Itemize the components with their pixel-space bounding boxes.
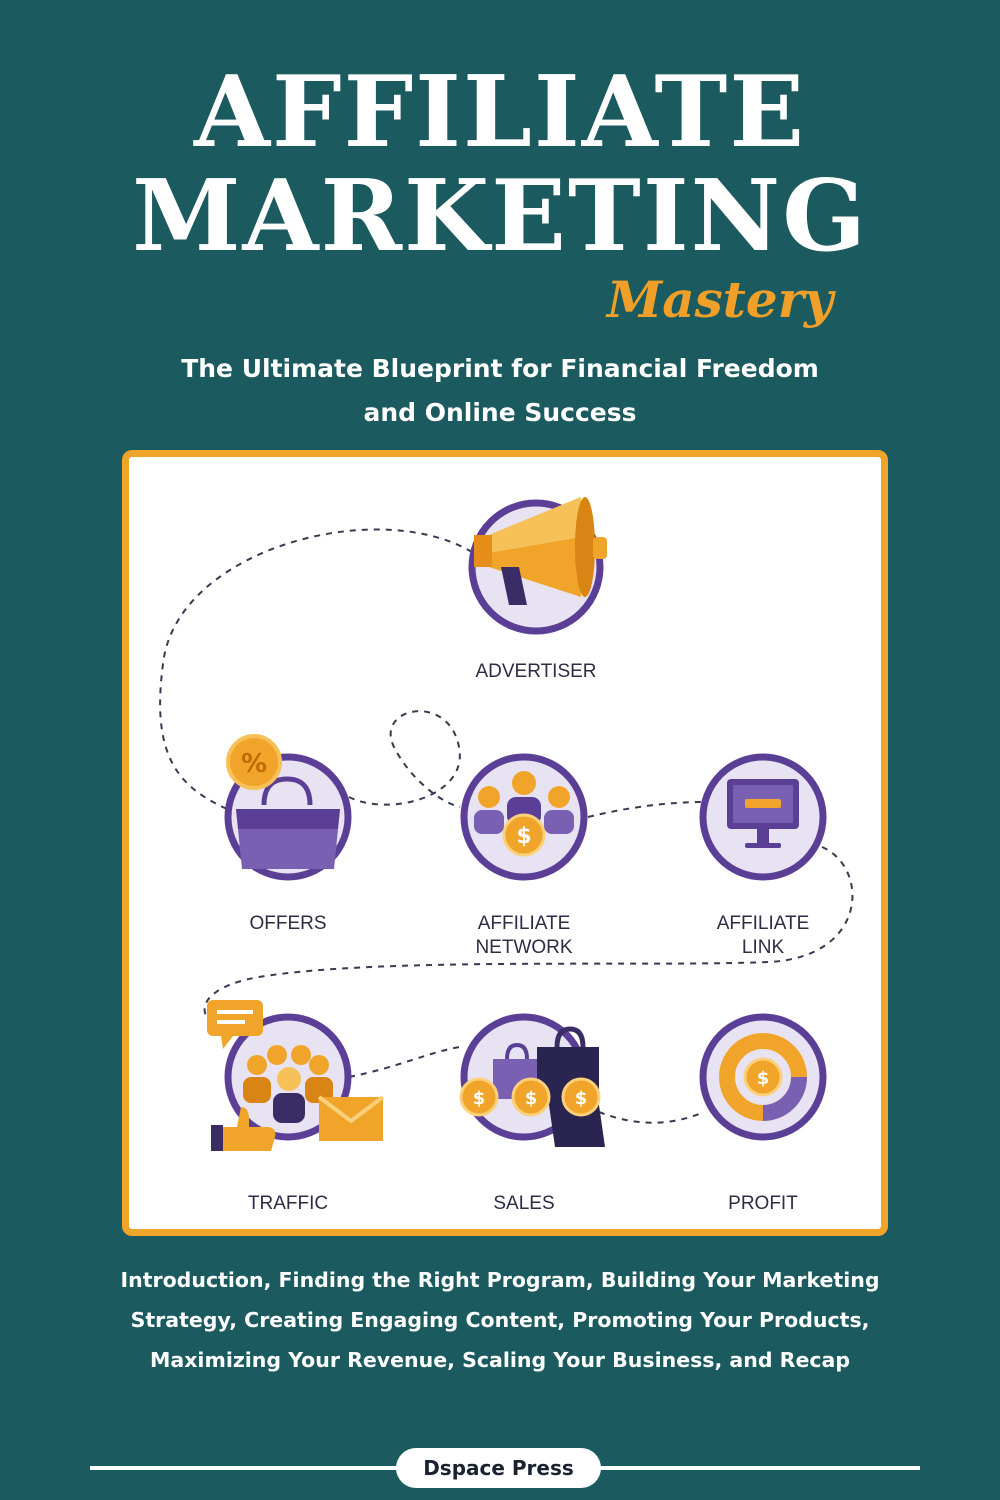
sales-node: $ $ $ [459, 1013, 605, 1147]
profit-coin-symbol: $ [757, 1068, 770, 1089]
discount-badge-icon: % [226, 734, 282, 790]
donut-chart-icon: $ [719, 1033, 807, 1121]
affiliate-link-label-2: LINK [741, 937, 785, 958]
contents-line-1: Introduction, Finding the Right Program,… [120, 1268, 880, 1292]
chat-bubble-icon [207, 1000, 263, 1049]
affiliate-flow-diagram: % $ [159, 497, 854, 1151]
affiliate-link-label-1: AFFILIATE [716, 913, 810, 934]
flow-connectors [159, 528, 854, 1124]
crowd-icon [243, 1045, 333, 1123]
subtitle-line-1: The Ultimate Blueprint for Financial Fre… [181, 354, 819, 383]
sales-coin-3: $ [575, 1088, 588, 1109]
sales-coin-1: $ [473, 1088, 486, 1109]
profit-node: $ [699, 1013, 827, 1141]
contents-line-2: Strategy, Creating Engaging Content, Pro… [130, 1308, 870, 1332]
shopping-bag-icon [236, 776, 340, 869]
title-line-1: AFFILIATE [193, 55, 807, 170]
affiliate-link-node [699, 753, 827, 881]
discount-percent: % [241, 749, 267, 779]
monitor-icon [727, 779, 799, 848]
publisher-badge: Dspace Press [396, 1448, 601, 1488]
envelope-icon [317, 1095, 385, 1141]
diagram-panel: % $ [122, 450, 888, 1236]
advertiser-node [468, 497, 607, 635]
thumbs-up-icon [211, 1107, 276, 1151]
affiliate-network-label-1: AFFILIATE [477, 913, 571, 934]
offers-label: OFFERS [249, 913, 327, 934]
sales-coin-2: $ [525, 1088, 538, 1109]
advertiser-label: ADVERTISER [475, 661, 597, 682]
offers-node: % [224, 734, 352, 881]
traffic-node [207, 1000, 385, 1151]
coin-icon: $ [502, 813, 546, 857]
megaphone-icon [474, 497, 607, 605]
contents-line-3: Maximizing Your Revenue, Scaling Your Bu… [149, 1348, 851, 1372]
traffic-label: TRAFFIC [247, 1193, 329, 1214]
title-line-2: MARKETING [132, 159, 868, 274]
subtitle-line-2: and Online Success [363, 398, 637, 427]
affiliate-network-node: $ [460, 753, 588, 881]
coin-row-icon: $ $ $ [459, 1077, 601, 1117]
profit-label: PROFIT [728, 1193, 798, 1214]
network-coin-symbol: $ [516, 824, 531, 849]
title-accent: Mastery [606, 270, 834, 329]
sales-label: SALES [493, 1193, 555, 1214]
affiliate-network-label-2: NETWORK [475, 937, 573, 958]
